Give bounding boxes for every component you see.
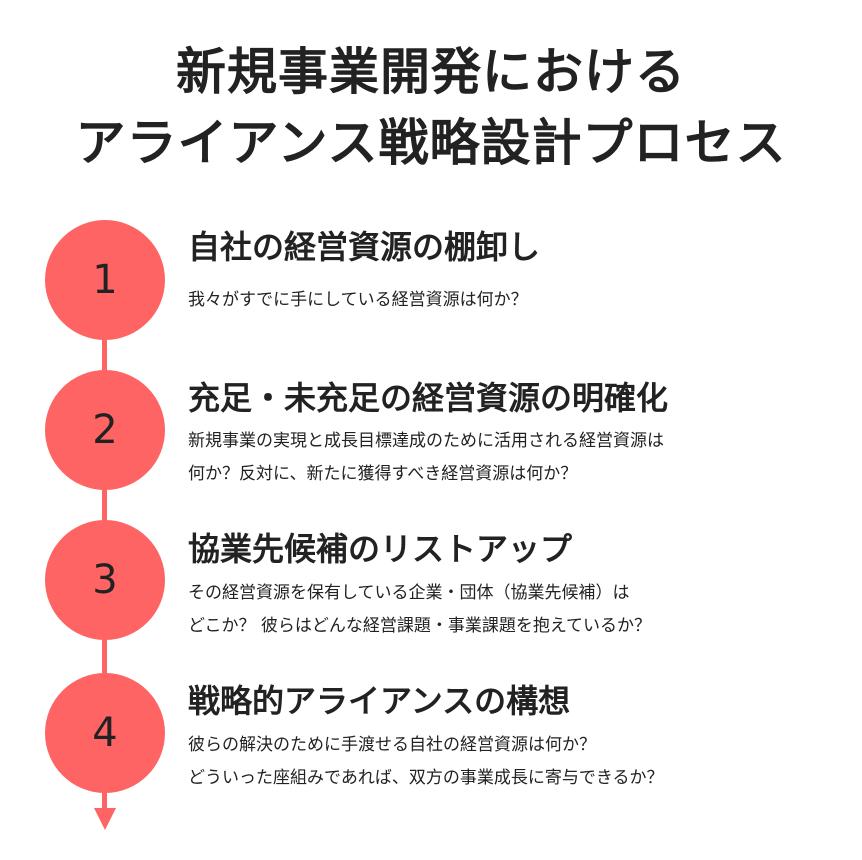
step-3-description-line: その経営資源を保有している企業・団体（協業先候補）は xyxy=(188,583,630,603)
page-title-line-1: 新規事業開発における xyxy=(176,43,686,101)
step-1-description-line: 我々がすでに手にしている経営資源は何か？ xyxy=(188,290,528,310)
step-3-number-circle: 3 xyxy=(45,520,165,640)
arrow-down-icon xyxy=(94,808,116,830)
step-1-number-circle: 1 xyxy=(45,220,165,340)
step-4-title: 戦略的アライアンスの構想 xyxy=(188,682,571,720)
step-1-description: 我々がすでに手にしている経営資源は何か？ xyxy=(188,284,528,317)
step-2-number-circle: 2 xyxy=(45,370,165,490)
page-title-line-2: アライアンス戦略設計プロセス xyxy=(75,114,787,172)
step-3-title: 協業先候補のリストアップ xyxy=(188,530,573,568)
step-2-description-line: 何か？反対に、新たに獲得すべき経営資源は何か？ xyxy=(188,464,578,484)
step-4-description-line: どういった座組みであれば、双方の事業成長に寄与できるか？ xyxy=(188,768,664,788)
step-2-title: 充足・未充足の経営資源の明確化 xyxy=(188,379,669,417)
step-2-description-line: 新規事業の実現と成長目標達成のために活用される経営資源は xyxy=(188,431,664,451)
step-1-title: 自社の経営資源の棚卸し xyxy=(188,228,541,266)
step-2-description: 新規事業の実現と成長目標達成のために活用される経営資源は 何か？反対に、新たに獲… xyxy=(188,425,664,491)
step-3-description-line: どこか？ 彼らはどんな経営課題・事業課題を抱えているか？ xyxy=(188,616,652,636)
step-4-number-circle: 4 xyxy=(45,673,165,793)
step-3-description: その経営資源を保有している企業・団体（協業先候補）は どこか？ 彼らはどんな経営… xyxy=(188,577,651,643)
step-4-description-line: 彼らの解決のために手渡せる自社の経営資源は何か？ xyxy=(188,735,596,755)
step-4-description: 彼らの解決のために手渡せる自社の経営資源は何か？ どういった座組みであれば、双方… xyxy=(188,729,664,795)
